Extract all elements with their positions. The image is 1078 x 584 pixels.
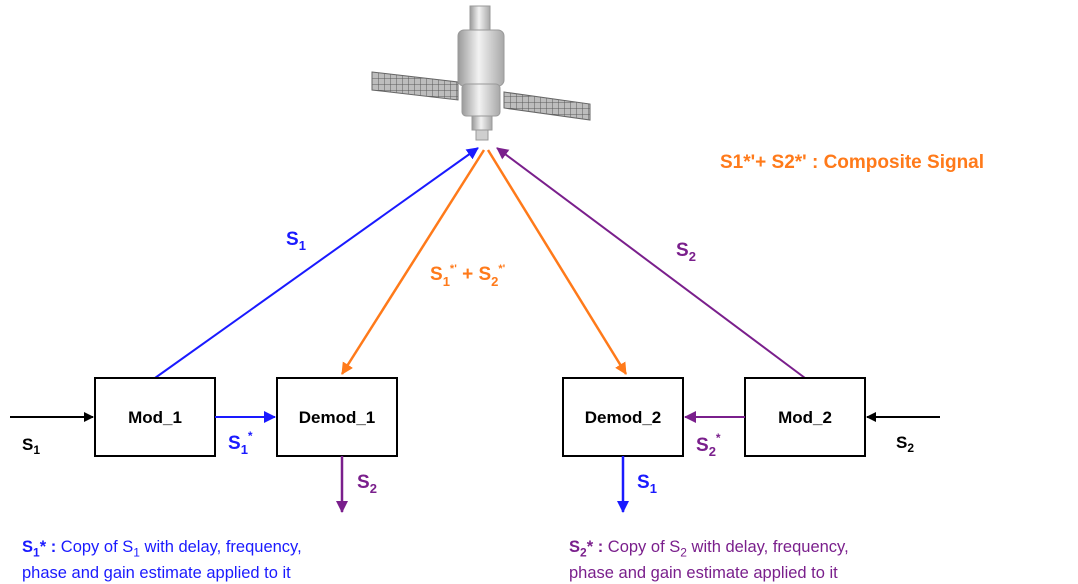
s1-note-line-1: S1* : Copy of S1 with delay, frequency, (22, 538, 302, 560)
downlink-demod-2-arrow (486, 149, 628, 375)
downlink-composite-label: S1*' + S2*' (430, 263, 506, 289)
copy-s2-label: S2* (696, 431, 721, 459)
demod-1-box (276, 377, 398, 457)
downlink-demod-1-arrow (340, 149, 486, 375)
demod-2-box (562, 377, 684, 457)
input-s1-label: S1 (22, 435, 40, 457)
composite-signal-label: S1*'+ S2*' : Composite Signal (720, 152, 984, 173)
uplink-s2-arrow (496, 147, 806, 379)
s2-note-line-2: phase and gain estimate applied to it (569, 564, 838, 583)
s2-note-line-1: S2* : Copy of S2 with delay, frequency, (569, 538, 849, 560)
mod-1-box (94, 377, 216, 457)
output-s2-label: S2 (357, 472, 377, 496)
demod-1-label: Demod_1 (299, 408, 376, 427)
mod-2-box (744, 377, 866, 457)
s1-note-line-2: phase and gain estimate applied to it (22, 564, 291, 583)
satellite-icon (371, 5, 591, 141)
uplink-s1-arrow (154, 147, 479, 379)
s2-copy-note: S2* : Copy of S2 with delay, frequency, … (569, 537, 969, 584)
demod-2-label: Demod_2 (585, 408, 662, 427)
uplink-s1-label: S1 (286, 229, 306, 253)
s1-copy-note: S1* : Copy of S1 with delay, frequency, … (22, 537, 362, 584)
mod-2-label: Mod_2 (778, 408, 832, 427)
uplink-s2-label: S2 (676, 240, 696, 264)
input-s2-label: S2 (896, 433, 914, 455)
copy-s1-label: S1* (228, 429, 253, 457)
mod-1-label: Mod_1 (128, 408, 182, 427)
output-s1-label: S1 (637, 472, 657, 496)
